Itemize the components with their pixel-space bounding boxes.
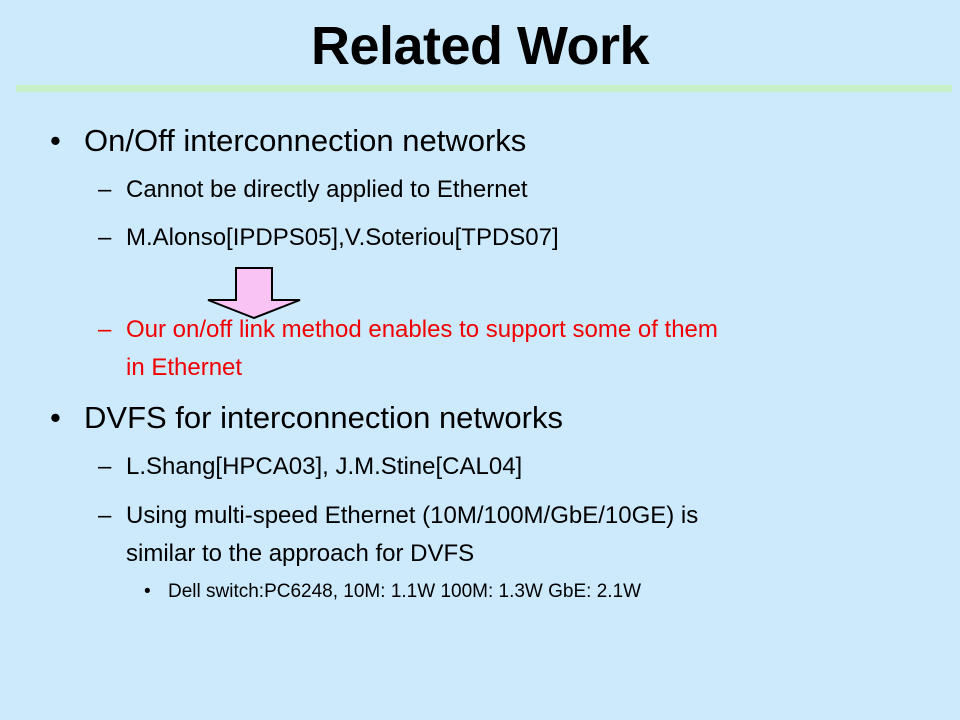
dash-marker: – <box>98 176 112 203</box>
subitem-text: Cannot be directly applied to Ethernet <box>126 176 528 203</box>
bullet-marker: • <box>50 123 61 158</box>
dash-marker: – <box>98 453 112 480</box>
slide-title: Related Work <box>310 16 650 76</box>
subsubitem-text: Dell switch:PC6248, 10M: 1.1W 100M: 1.3W… <box>168 581 642 602</box>
small-bullet-marker: • <box>144 581 151 602</box>
bullet-text: On/Off interconnection networks <box>84 123 527 158</box>
subitem-text-line-2: similar to the approach for DVFS <box>126 540 475 567</box>
subitem-text-line-2: in Ethernet <box>126 354 243 381</box>
dash-marker: – <box>98 502 112 529</box>
dash-marker: – <box>98 224 112 251</box>
bullet-marker: • <box>50 400 61 435</box>
dash-marker: – <box>98 316 112 343</box>
title-divider <box>16 85 952 92</box>
subitem-text: L.Shang[HPCA03], J.M.Stine[CAL04] <box>126 453 523 480</box>
subitem-text-line-1: Using multi-speed Ethernet (10M/100M/GbE… <box>126 502 699 529</box>
subitem-text: M.Alonso[IPDPS05],V.Soteriou[TPDS07] <box>126 224 559 251</box>
subitem-text-line-1: Our on/off link method enables to suppor… <box>126 316 718 343</box>
bullet-text: DVFS for interconnection networks <box>84 400 563 435</box>
down-arrow-icon <box>207 267 301 319</box>
